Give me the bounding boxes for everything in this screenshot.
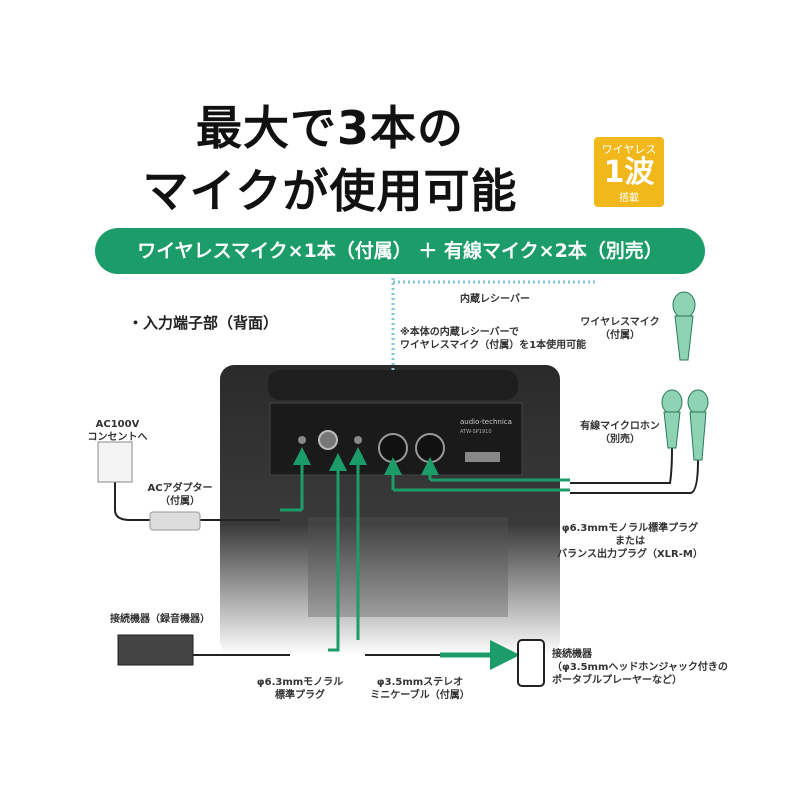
adapter-line-2: （付属）: [160, 496, 200, 507]
ac-outlet-label: AC100V コンセントへ: [80, 418, 155, 444]
green-arrows: [280, 447, 570, 670]
stereo-line-1: φ3.5mmステレオ: [376, 677, 464, 688]
wired-mic-line-2: （別売）: [600, 434, 640, 445]
headline-line-1: 最大で3本の: [195, 101, 464, 155]
input-jacks: [298, 430, 500, 463]
receiver-note: ※本体の内蔵レシーバーで ワイヤレスマイク（付属）を1本使用可能: [400, 326, 586, 352]
wall-outlet: [97, 441, 133, 483]
device-line-1: 接続機器: [552, 649, 592, 660]
adapter-line-1: ACアダプター: [147, 483, 213, 494]
ac-line-1: AC100V: [95, 419, 140, 430]
wired-mic-line-1: 有線マイクロホン: [580, 421, 660, 432]
device-line-2: （φ3.5mmヘッドホンジャック付きの: [552, 662, 728, 673]
ac-adapter-label: ACアダプター （付属）: [140, 482, 220, 508]
plug-label: φ6.3mmモノラル標準プラグ または バランス出力プラグ（XLR-M）: [535, 522, 725, 561]
plug-line-3: バランス出力プラグ（XLR-M）: [557, 549, 703, 560]
mono-plug-label: φ6.3mmモノラル 標準プラグ: [250, 676, 350, 702]
recorder-label: 接続機器（録音機器）: [110, 614, 210, 625]
device-label: 接続機器 （φ3.5mmヘッドホンジャック付きの ポータブルプレーヤーなど）: [552, 648, 728, 687]
wired-mic-label: 有線マイクロホン （別売）: [575, 420, 665, 446]
mono-plug-line-1: φ6.3mmモノラル: [256, 677, 344, 688]
section-title: ・入力端子部（背面）: [128, 314, 279, 332]
note-line-2: ワイヤレスマイク（付属）を1本使用可能: [400, 340, 587, 351]
microphone-icons: [661, 291, 709, 461]
model-label: ATW-SP1910: [460, 429, 492, 435]
recorder-device: [117, 634, 194, 666]
headline-line-2: マイクが使用可能: [142, 164, 518, 218]
mono-plug-line-2: 標準プラグ: [275, 690, 325, 701]
brand-label: audio-technica: [460, 418, 512, 426]
wireless-mic-label: ワイヤレスマイク （付属）: [580, 316, 660, 342]
stereo-cable-label: φ3.5mmステレオ ミニケーブル（付属）: [365, 676, 475, 702]
wireless-mic-line-1: ワイヤレスマイク: [580, 317, 660, 328]
speaker-body: [220, 365, 560, 655]
cables: [114, 447, 699, 656]
wireless-badge: ワイヤレス 1波 搭載: [594, 137, 664, 207]
ac-line-2: コンセントへ: [87, 432, 148, 443]
stereo-line-2: ミニケーブル（付属）: [370, 690, 470, 701]
note-line-1: ※本体の内蔵レシーバーで: [400, 327, 520, 338]
badge-number: 1波: [603, 155, 655, 190]
mic-count-banner: ワイヤレスマイク×1本（付属） ＋ 有線マイク×2本（別売）: [95, 228, 705, 274]
badge-bottom: 搭載: [619, 193, 639, 204]
plug-line-2: または: [615, 536, 645, 547]
ac-adapter: [149, 511, 201, 531]
receiver-dotted-line: [391, 278, 595, 370]
phone-icon: [517, 639, 545, 687]
plug-line-1: φ6.3mmモノラル標準プラグ: [561, 523, 699, 534]
badge-top: ワイヤレス: [601, 143, 657, 156]
wireless-mic-line-2: （付属）: [600, 330, 640, 341]
device-line-3: ポータブルプレーヤーなど）: [552, 675, 682, 686]
receiver-label: 内蔵レシーバー: [460, 294, 530, 305]
